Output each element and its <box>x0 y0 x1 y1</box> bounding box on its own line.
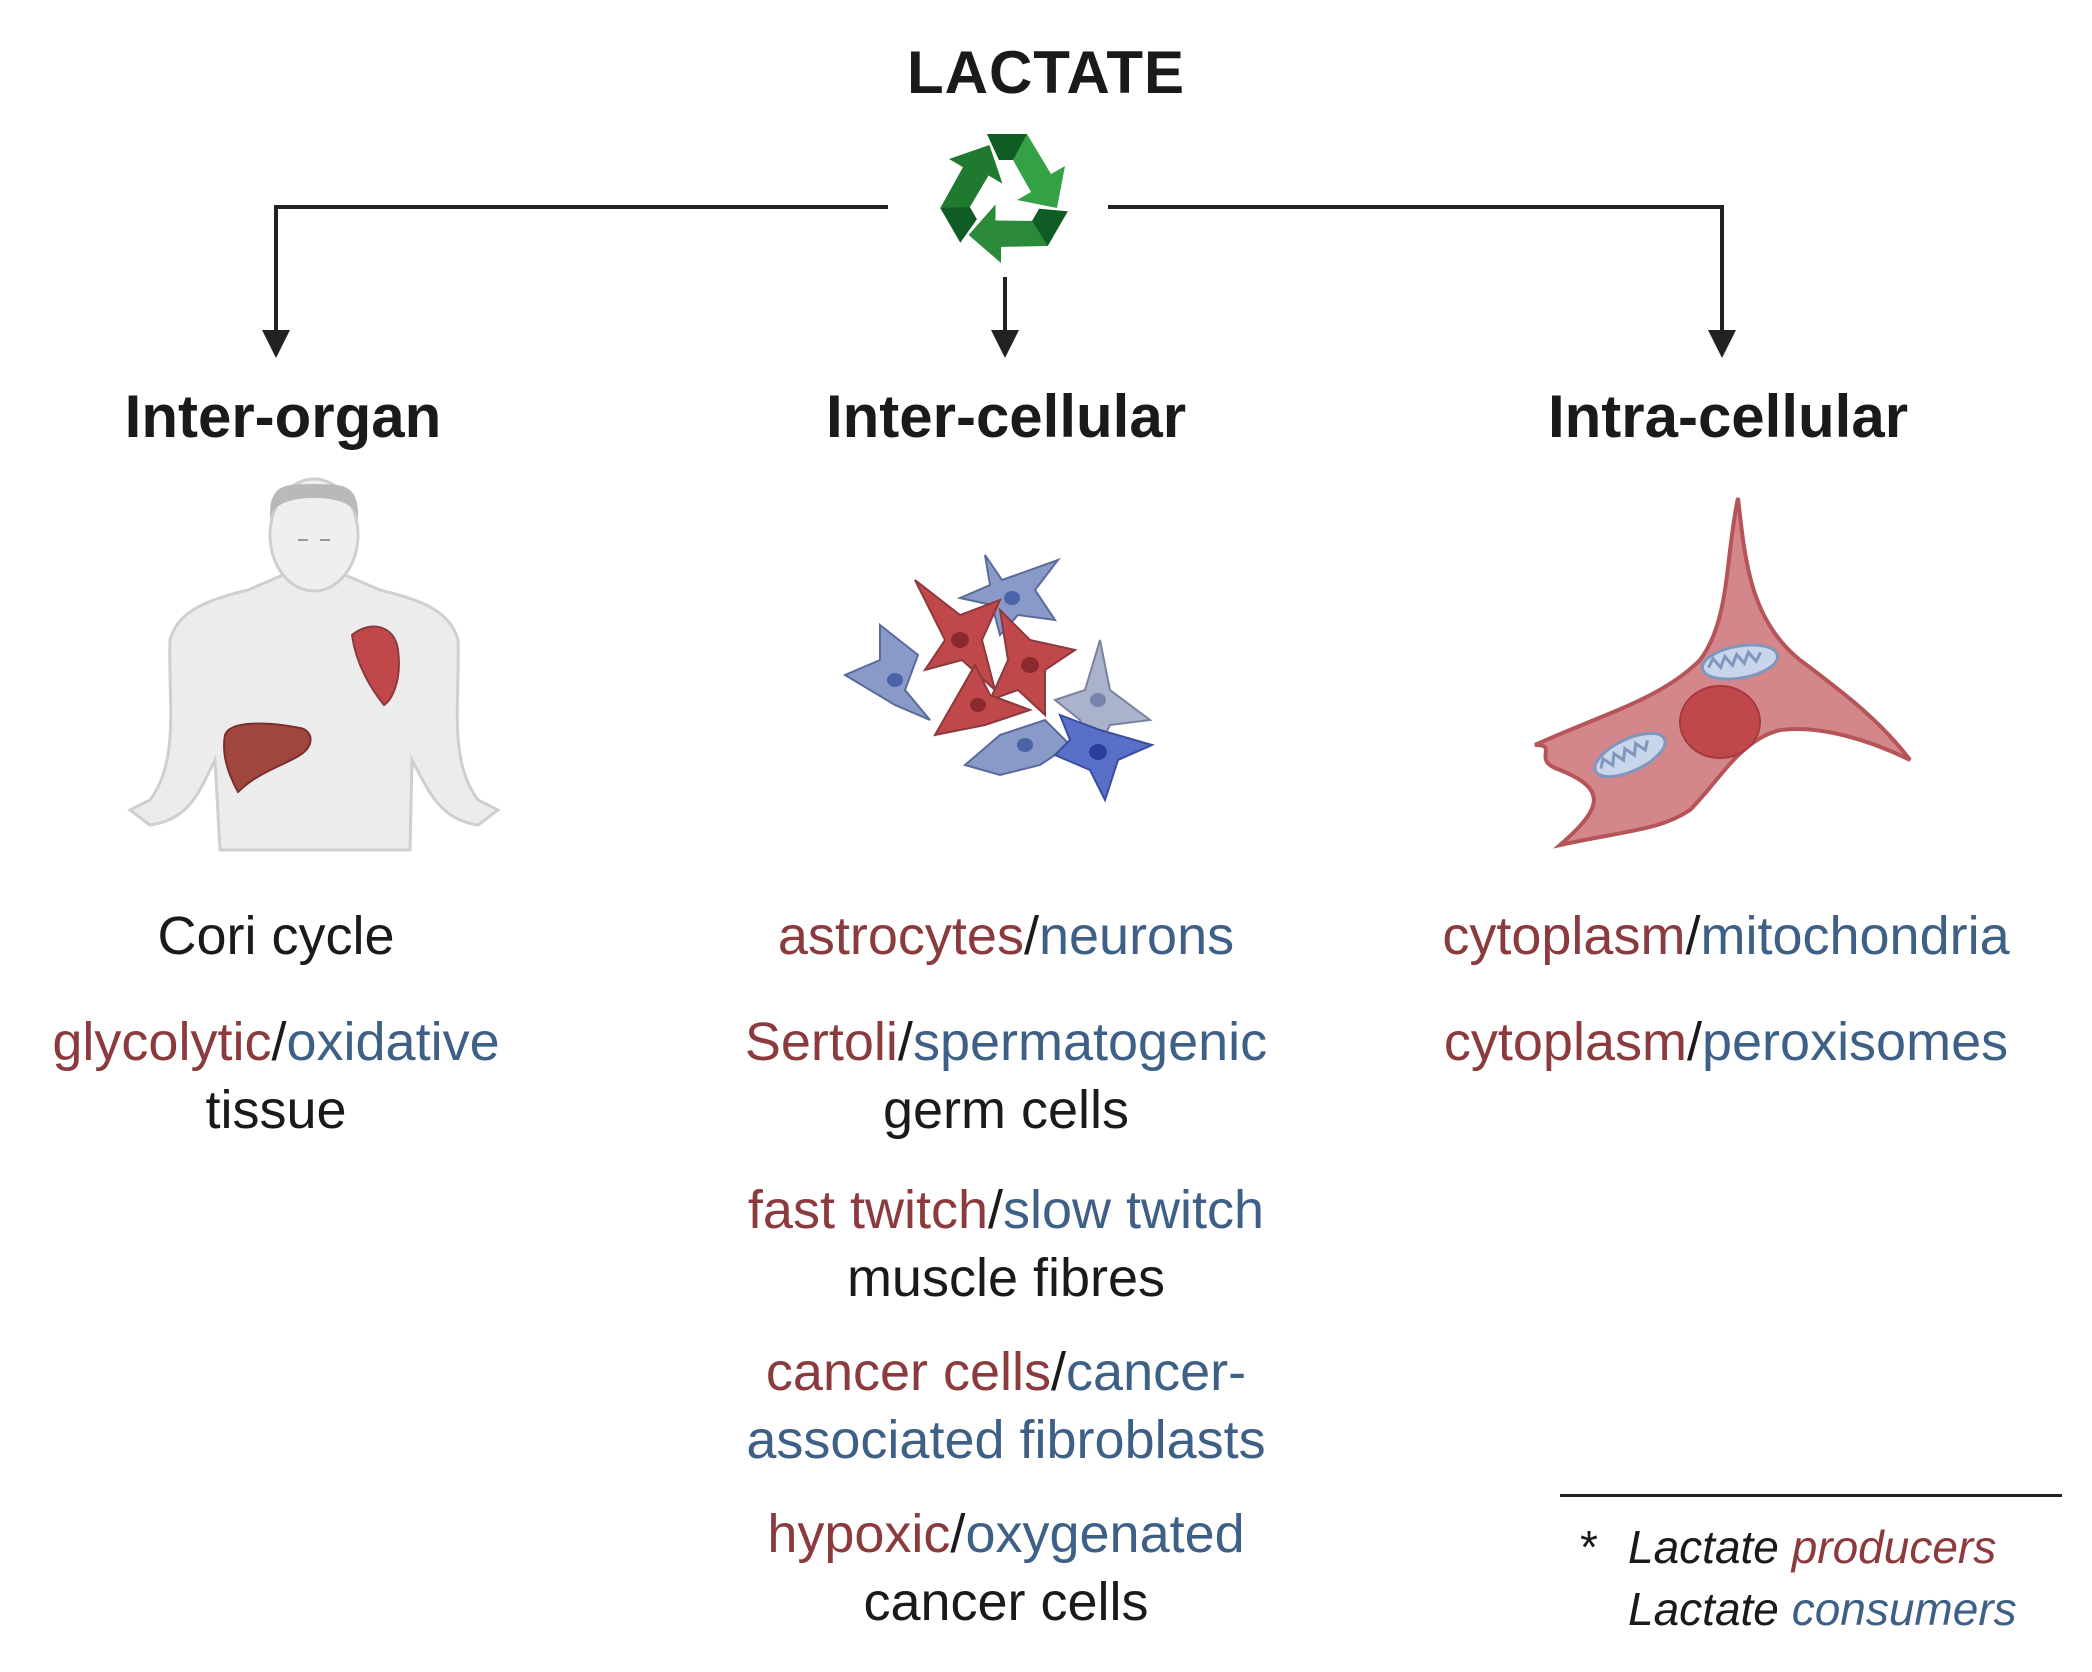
legend-divider <box>1560 1494 2062 1497</box>
producer-term: glycolytic <box>52 1012 272 1072</box>
list-item: fast twitch/slow twitch muscle fibres <box>646 1176 1366 1312</box>
separator: / <box>1051 1342 1067 1402</box>
producer-term: cytoplasm <box>1442 906 1686 966</box>
consumer-term: oxidative <box>286 1012 500 1072</box>
producer-term: fast twitch <box>747 1180 988 1240</box>
consumer-term: mitochondria <box>1700 906 2010 966</box>
item-suffix: cancer cells <box>863 1572 1149 1632</box>
separator: / <box>271 1012 287 1072</box>
list-item: cytoplasm/peroxisomes <box>1366 1008 2086 1076</box>
consumer-term: neurons <box>1038 906 1235 966</box>
legend-producers-label: producers <box>1791 1521 1997 1573</box>
arrow-center-head <box>991 330 1019 358</box>
heading-inter-organ: Inter-organ <box>124 383 442 450</box>
heading-intra-cellular: Intra-cellular <box>1547 383 1909 450</box>
consumer-term: slow twitch <box>1003 1180 1265 1240</box>
producer-term: cancer cells <box>765 1342 1052 1402</box>
arrow-right-line <box>1108 205 1724 332</box>
legend-row-consumers: Lactate consumers <box>1580 1578 2017 1640</box>
consumer-term: peroxisomes <box>1701 1012 2009 1072</box>
consumer-term: oxygenated <box>965 1504 1245 1564</box>
consumer-term: cancer- <box>1066 1342 1247 1402</box>
cori-cycle-label: Cori cycle <box>157 906 395 966</box>
legend-row-producers: * Lactate producers <box>1580 1516 2017 1578</box>
producer-term: Sertoli <box>744 1012 898 1072</box>
arrow-left-line <box>274 205 888 332</box>
item-suffix: germ cells <box>882 1080 1130 1140</box>
arrow-right-head <box>1708 330 1736 358</box>
legend: * Lactate producers Lactate consumers <box>1580 1516 2017 1640</box>
mitochondrion-icon <box>1593 731 1667 779</box>
item-suffix: tissue <box>205 1080 347 1140</box>
item-suffix: muscle fibres <box>846 1248 1166 1308</box>
arrow-left-head <box>262 330 290 358</box>
separator: / <box>1686 1012 1702 1072</box>
separator: / <box>1685 906 1701 966</box>
heading-inter-cellular: Inter-cellular <box>825 383 1187 450</box>
list-item: glycolytic/oxidative tissue <box>0 1008 636 1144</box>
list-item: Sertoli/spermatogenic germ cells <box>646 1008 1366 1144</box>
separator: / <box>950 1504 966 1564</box>
branch-lines <box>274 205 1724 332</box>
list-item: hypoxic/oxygenated cancer cells <box>646 1500 1366 1636</box>
separator: / <box>988 1180 1004 1240</box>
legend-prefix: Lactate <box>1628 1583 1779 1635</box>
legend-marker: * <box>1580 1521 1598 1573</box>
separator: / <box>1023 906 1039 966</box>
cell-cluster-icon <box>842 554 1155 803</box>
consumer-term-line2: associated fibroblasts <box>746 1410 1266 1470</box>
list-item: astrocytes/neurons <box>646 902 1366 970</box>
single-cell-icon <box>1534 497 1912 849</box>
recycle-icon <box>940 134 1068 263</box>
list-item: cytoplasm/mitochondria <box>1366 902 2086 970</box>
producer-term: cytoplasm <box>1443 1012 1687 1072</box>
producer-term: hypoxic <box>767 1504 951 1564</box>
list-item: Cori cycle <box>0 902 636 970</box>
diagram-title: LACTATE <box>906 39 1186 106</box>
mitochondrion-icon <box>1700 643 1780 681</box>
separator: / <box>897 1012 913 1072</box>
human-torso-icon <box>127 477 501 852</box>
producer-term: astrocytes <box>777 906 1024 966</box>
legend-consumers-label: consumers <box>1791 1583 2017 1635</box>
legend-prefix: Lactate <box>1628 1521 1779 1573</box>
consumer-term: spermatogenic <box>912 1012 1268 1072</box>
list-item: cancer cells/cancer- associated fibrobla… <box>646 1338 1366 1474</box>
